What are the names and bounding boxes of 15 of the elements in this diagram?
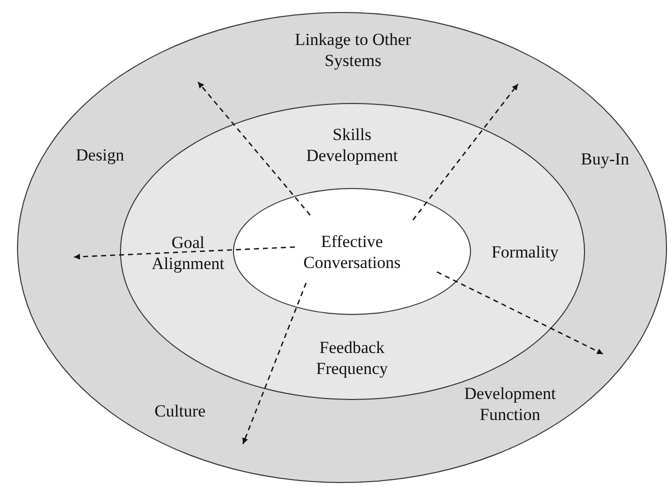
dashed-arrow — [242, 282, 307, 444]
ring-label: Linkage to Other Systems — [294, 29, 412, 71]
ring-label: Effective Conversations — [302, 231, 402, 273]
ring-label: Design — [74, 144, 126, 166]
dashed-arrow — [436, 271, 604, 355]
ring-label: Buy-In — [580, 148, 630, 170]
ring-label: Goal Alignment — [150, 232, 226, 274]
ring-label: Formality — [490, 242, 560, 262]
dashed-arrow — [74, 246, 295, 260]
ring-label: Skills Development — [305, 124, 399, 166]
dashed-arrow — [198, 82, 311, 216]
ring-label: Feedback Frequency — [315, 337, 389, 379]
ring-label: Culture — [154, 400, 206, 422]
dashed-arrow — [412, 84, 519, 220]
ring-label: Development Function — [463, 383, 557, 425]
